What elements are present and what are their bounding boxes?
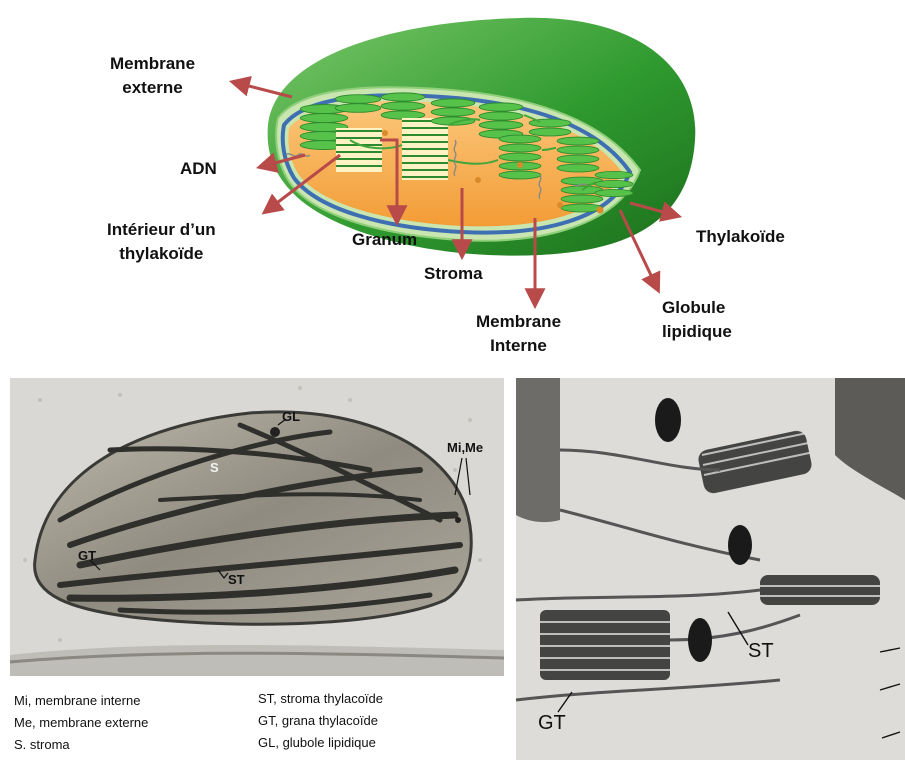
legend-column-2: ST, stroma thylacoïde GT, grana thylacoï… <box>258 688 383 754</box>
micro-right-label-gt: GT <box>538 712 566 735</box>
micrograph-left <box>10 378 504 676</box>
micro-left-label-s: S <box>210 460 219 475</box>
legend-item: Me, membrane externe <box>14 712 148 734</box>
legend-item: ST, stroma thylacoïde <box>258 688 383 710</box>
label-granum: Granum <box>352 228 417 252</box>
label-membrane-externe: Membrane externe <box>110 52 195 100</box>
legend-column-1: Mi, membrane interne Me, membrane extern… <box>14 690 148 756</box>
label-globule-lipidique: Globule lipidique <box>662 296 732 344</box>
micro-left-label-st: ST <box>228 572 245 587</box>
micro-left-label-gt: GT <box>78 548 96 563</box>
legend-item: S. stroma <box>14 734 148 756</box>
thylakoid-interior-stack <box>336 128 382 172</box>
legend-item: GL, glubole lipidique <box>258 732 383 754</box>
label-interieur-thylakoide: Intérieur d’un thylakoïde <box>107 218 216 266</box>
label-membrane-interne: Membrane Interne <box>476 310 561 358</box>
micro-left-label-gl: GL <box>282 409 300 424</box>
label-stroma: Stroma <box>424 262 483 286</box>
chloroplast-schematic <box>268 18 696 256</box>
label-thylakoide: Thylakoïde <box>696 225 785 249</box>
micrograph-right <box>516 378 905 760</box>
legend-item: Mi, membrane interne <box>14 690 148 712</box>
arrow-membrane-externe <box>233 82 292 97</box>
label-adn: ADN <box>180 157 217 181</box>
legend-item: GT, grana thylacoïde <box>258 710 383 732</box>
micro-right-label-st: ST <box>748 640 774 663</box>
micro-left-label-mi-me: Mi,Me <box>447 440 483 455</box>
